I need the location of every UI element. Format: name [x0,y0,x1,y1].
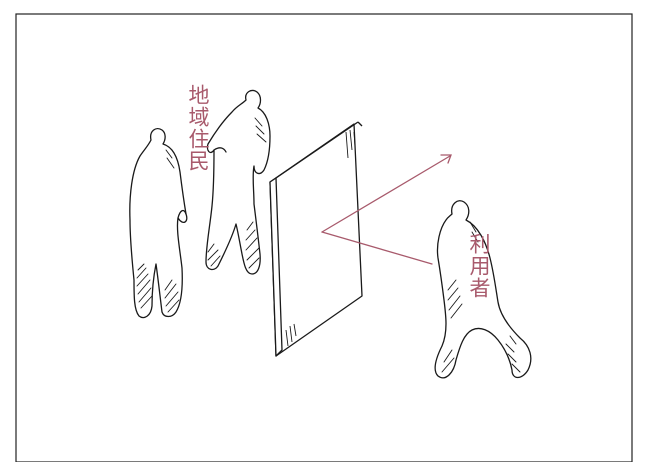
resident-figure-right [205,89,271,275]
residents-label: 地域住民 [186,84,210,172]
user-figure [434,200,532,379]
users-label: 利用者 [467,233,491,299]
outgoing-line [321,155,451,233]
resident-figure-left [129,127,188,319]
frame-border [15,13,633,462]
flow-lines [321,154,452,265]
incoming-line [321,231,433,265]
arrow-head-icon [440,154,452,164]
display-panel [269,121,363,357]
